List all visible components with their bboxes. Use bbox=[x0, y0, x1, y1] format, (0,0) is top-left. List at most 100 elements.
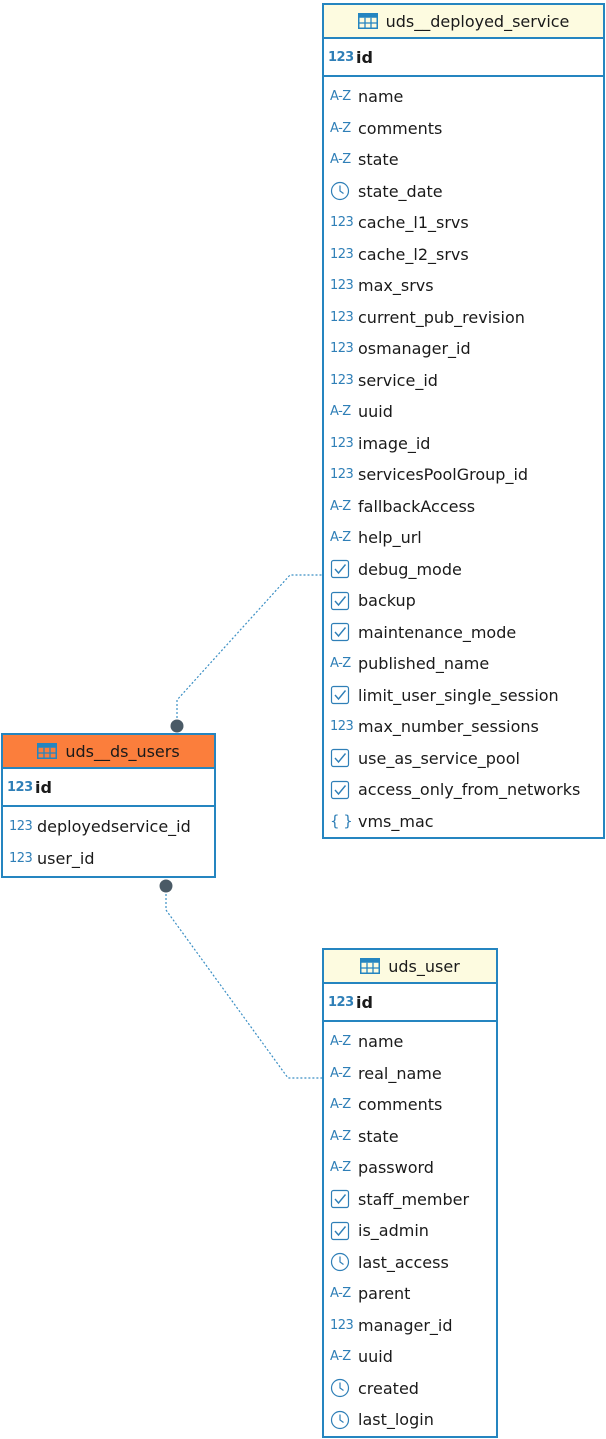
column-name: state bbox=[358, 150, 399, 170]
column-name: parent bbox=[358, 1284, 411, 1304]
column-row[interactable]: use_as_service_pool bbox=[324, 743, 603, 775]
column-name: comments bbox=[358, 118, 443, 138]
numeric-type-icon: 123 bbox=[330, 1317, 354, 1333]
column-name: uuid bbox=[358, 402, 393, 422]
column-row[interactable]: A-Z name bbox=[324, 81, 603, 113]
column-row[interactable]: debug_mode bbox=[324, 554, 603, 586]
column-row[interactable]: last_access bbox=[324, 1247, 496, 1279]
numeric-type-icon: 123 bbox=[330, 278, 354, 294]
clock-icon bbox=[330, 1410, 354, 1430]
text-type-icon: A-Z bbox=[330, 152, 351, 168]
text-type-icon: A-Z bbox=[330, 1160, 351, 1176]
column-row[interactable]: created bbox=[324, 1373, 496, 1405]
text-type-icon: A-Z bbox=[330, 1128, 351, 1144]
column-row[interactable]: A-Z parent bbox=[324, 1278, 496, 1310]
table-title: uds_user bbox=[388, 956, 460, 976]
table-icon bbox=[37, 743, 58, 759]
checkbox-icon bbox=[330, 1189, 354, 1209]
numeric-type-icon: 123 bbox=[330, 372, 354, 388]
column-row[interactable]: A-Z state bbox=[324, 144, 603, 176]
column-name: max_srvs bbox=[358, 276, 434, 296]
column-row[interactable]: backup bbox=[324, 585, 603, 617]
json-type-icon: { } bbox=[330, 812, 353, 831]
numeric-type-icon: 123 bbox=[9, 819, 33, 835]
text-type-icon: A-Z bbox=[330, 656, 351, 672]
column-name: image_id bbox=[358, 433, 431, 453]
column-name: max_number_sessions bbox=[358, 717, 539, 737]
column-name: vms_mac bbox=[358, 811, 434, 831]
column-name: state bbox=[358, 1126, 399, 1146]
clock-icon bbox=[330, 1252, 354, 1272]
connector-ds-users-to-user[interactable] bbox=[165, 886, 324, 1079]
column-row[interactable]: limit_user_single_session bbox=[324, 680, 603, 712]
text-type-icon: A-Z bbox=[330, 1097, 351, 1113]
column-name: current_pub_revision bbox=[358, 307, 525, 327]
column-row[interactable]: A-Z help_url bbox=[324, 522, 603, 554]
numeric-type-icon: 123 bbox=[330, 435, 354, 451]
numeric-type-icon: 123 bbox=[328, 994, 354, 1010]
column-name: id bbox=[356, 47, 373, 67]
column-row[interactable]: maintenance_mode bbox=[324, 617, 603, 649]
table-header[interactable]: uds_user bbox=[324, 950, 496, 984]
column-row[interactable]: access_only_from_networks bbox=[324, 774, 603, 806]
table-header[interactable]: uds__deployed_service bbox=[324, 5, 603, 39]
text-type-icon: A-Z bbox=[330, 1349, 351, 1365]
checkbox-icon bbox=[330, 591, 354, 611]
column-row[interactable]: last_login bbox=[324, 1404, 496, 1436]
column-row[interactable]: is_admin bbox=[324, 1215, 496, 1247]
text-type-icon: A-Z bbox=[330, 1034, 351, 1050]
text-type-icon: A-Z bbox=[330, 89, 351, 105]
column-name: service_id bbox=[358, 370, 438, 390]
column-row[interactable]: A-Z state bbox=[324, 1121, 496, 1153]
column-name: access_only_from_networks bbox=[358, 780, 581, 800]
column-name: help_url bbox=[358, 528, 422, 548]
connector-ds-users-to-deployed-service[interactable] bbox=[176, 574, 324, 726]
column-name: debug_mode bbox=[358, 559, 462, 579]
table-title: uds__deployed_service bbox=[385, 11, 570, 31]
table-header[interactable]: uds__ds_users bbox=[3, 735, 214, 769]
column-name: comments bbox=[358, 1095, 443, 1115]
numeric-type-icon: 123 bbox=[330, 246, 354, 262]
column-row[interactable]: { } vms_mac bbox=[324, 806, 603, 838]
column-name: last_login bbox=[358, 1410, 434, 1430]
text-type-icon: A-Z bbox=[330, 1286, 351, 1302]
text-type-icon: A-Z bbox=[330, 530, 351, 546]
checkbox-icon bbox=[330, 1221, 354, 1241]
checkbox-icon bbox=[330, 780, 354, 800]
column-name: fallbackAccess bbox=[358, 496, 476, 516]
column-row[interactable]: A-Z comments bbox=[324, 1089, 496, 1121]
column-name: cache_l1_srvs bbox=[358, 213, 469, 233]
column-row[interactable]: staff_member bbox=[324, 1184, 496, 1216]
checkbox-icon bbox=[330, 748, 354, 768]
column-row[interactable]: state_date bbox=[324, 176, 603, 208]
column-name: name bbox=[358, 87, 404, 107]
